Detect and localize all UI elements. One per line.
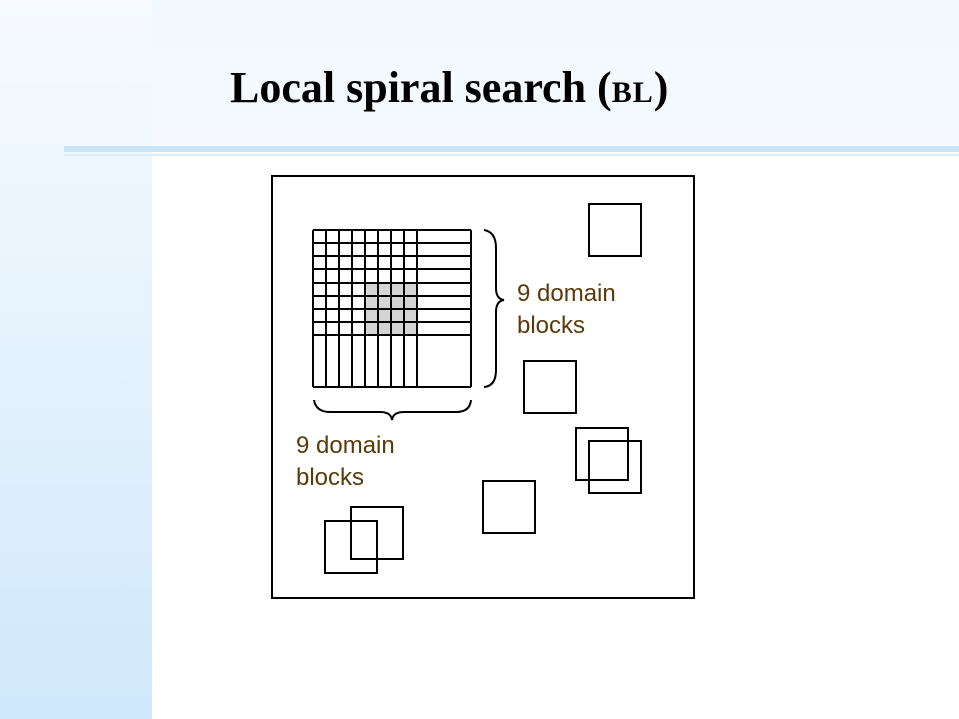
domain-block: [575, 427, 629, 481]
title-abbrev: BL: [611, 76, 654, 109]
domain-block: [523, 360, 577, 414]
title-background-band: [152, 0, 959, 150]
title-divider-thin: [64, 154, 959, 156]
label-bottom-line2: blocks: [296, 464, 365, 491]
title-close: ): [653, 63, 669, 112]
left-background-band: [0, 0, 152, 719]
right-brace: [483, 229, 505, 388]
slide-title: Local spiral search (BL): [230, 62, 668, 119]
label-right-line2: blocks: [517, 312, 586, 339]
bottom-brace: [313, 399, 472, 421]
domain-block: [324, 520, 378, 574]
domain-block: [588, 203, 642, 257]
domain-block: [482, 480, 536, 534]
title-divider-thick: [64, 146, 959, 152]
label-bottom-line1: 9 domain: [296, 432, 395, 459]
domain-block-grid: [312, 229, 472, 388]
title-main: Local spiral search (: [230, 63, 612, 112]
label-right: 9 domain blocks: [511, 272, 663, 346]
domain-block: [588, 440, 642, 494]
label-right-line1: 9 domain: [517, 280, 616, 307]
label-bottom: 9 domain blocks: [290, 424, 442, 498]
